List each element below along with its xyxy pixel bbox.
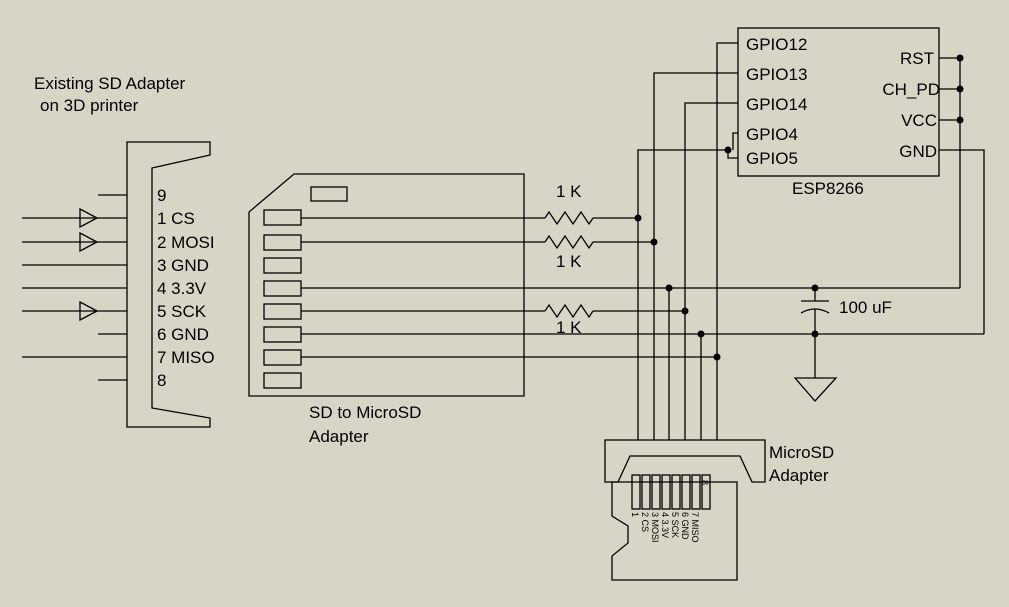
- microsd-pin-label: 7 MISO: [690, 512, 700, 543]
- resistor-sck-value: 1 K: [556, 318, 582, 337]
- junction-dot: [956, 54, 964, 62]
- esp-pin-gnd: GND: [899, 142, 937, 161]
- junction-dot: [634, 214, 642, 222]
- esp-pin-gpio13: GPIO13: [746, 65, 807, 84]
- junction-dot: [650, 238, 658, 246]
- esp-pin-gpio12: GPIO12: [746, 35, 807, 54]
- junction-dot: [697, 330, 705, 338]
- junction-dot: [811, 284, 819, 292]
- wire-mosi-gpio13: [653, 72, 738, 440]
- sd-card-outline: [248, 173, 525, 397]
- microsd-pin-label: 3 MOSI: [650, 512, 660, 543]
- sd-adapter-title-line2: on 3D printer: [40, 96, 139, 115]
- sd-pin-label: 6 GND: [157, 325, 209, 344]
- microsd-contact: [631, 474, 641, 510]
- microsd-pin-label: 8: [700, 480, 710, 485]
- microsd-socket: [604, 439, 766, 483]
- buffer-triangle-cs: [79, 207, 99, 229]
- sd-pin-label: 5 SCK: [157, 302, 207, 321]
- resistor-cs: [544, 210, 594, 226]
- resistor-mosi-value: 1 K: [556, 252, 582, 271]
- esp-pin-rst: RST: [900, 49, 934, 68]
- esp-pin-gpio5: GPIO5: [746, 149, 798, 168]
- sd-card-contact: [263, 257, 302, 274]
- junction-dot: [713, 353, 721, 361]
- sd-card-contact: [263, 326, 302, 343]
- microsd-pin-label: 1: [630, 512, 640, 517]
- junction-dot: [681, 307, 689, 315]
- signal-wires: 1 K 1 K 1 K: [301, 182, 984, 358]
- sd-card-contact: [263, 234, 302, 251]
- capacitor-100uf: 100 uF: [793, 284, 892, 402]
- sd-pin-label: 2 MOSI: [157, 233, 215, 252]
- sd-pin-label: 3 GND: [157, 256, 209, 275]
- wire-miso-gpio12: [716, 42, 738, 440]
- resistor-sck: [544, 303, 594, 319]
- buffer-triangle-sck: [79, 300, 99, 322]
- microsd-pin-label: 5 SCK: [670, 512, 680, 538]
- junction-dot: [665, 284, 673, 292]
- microsd-label-line2: Adapter: [769, 466, 829, 485]
- microsd-pin-label: 4 3.3V: [660, 512, 670, 538]
- sd-card-contact: [263, 303, 302, 320]
- sd-card-contact: [263, 372, 302, 389]
- sd-card-contact: [263, 349, 302, 366]
- sd-to-microsd-adapter: SD to MicroSD Adapter: [248, 173, 525, 446]
- esp-pin-gpio14: GPIO14: [746, 95, 807, 114]
- sd-pin-label: 9: [157, 186, 166, 205]
- resistor-cs-value: 1 K: [556, 182, 582, 201]
- vertical-bus: [634, 42, 738, 440]
- sd-pin-label: 7 MISO: [157, 348, 215, 367]
- junction-dot: [956, 116, 964, 124]
- microsd-pin-label: 2 CS: [640, 512, 650, 532]
- esp-pin-gpio4: GPIO4: [746, 125, 798, 144]
- sd-to-microsd-label-line2: Adapter: [309, 427, 369, 446]
- esp-pin-vcc: VCC: [901, 111, 937, 130]
- capacitor-value: 100 uF: [839, 298, 892, 317]
- sd-pin-label: 8: [157, 371, 166, 390]
- microsd-contact: [641, 474, 651, 510]
- sd-card-contact: [263, 280, 302, 297]
- microsd-contact: [651, 474, 661, 510]
- microsd-contact: [691, 474, 701, 510]
- esp8266-body: [737, 27, 940, 177]
- esp8266-name: ESP8266: [792, 179, 864, 198]
- microsd-contact: [661, 474, 671, 510]
- sd-card-window: [310, 186, 348, 202]
- junction-dot: [724, 146, 732, 154]
- esp-pin-ch-pd: CH_PD: [882, 80, 940, 99]
- microsd-adapter: 1 2 CS 3 MOSI 4 3.3V 5 SCK 6 GND 7 MISO …: [604, 439, 834, 581]
- microsd-contacts: [631, 474, 711, 510]
- microsd-contact: [681, 474, 691, 510]
- sd-pin-label: 1 CS: [157, 209, 195, 228]
- microsd-card-outline: [611, 481, 738, 581]
- microsd-contact: [701, 474, 711, 510]
- ground-symbol-icon: [793, 377, 838, 402]
- existing-sd-adapter: Existing SD Adapter on 3D printer 9 1 CS…: [22, 74, 215, 428]
- resistor-mosi: [544, 234, 594, 250]
- junction-dot: [811, 330, 819, 338]
- microsd-pin-label: 6 GND: [680, 512, 690, 540]
- buffer-triangle-mosi: [79, 231, 99, 253]
- wire-gpio4-tie: [732, 132, 738, 150]
- esp8266-module: GPIO12 GPIO13 GPIO14 GPIO4 GPIO5 RST CH_…: [737, 27, 985, 334]
- sd-adapter-outline: [126, 141, 211, 428]
- wire-cs-gpio5: [637, 149, 738, 440]
- microsd-label-line1: MicroSD: [769, 443, 834, 462]
- wire-esp-gnd: [939, 149, 985, 334]
- sd-pin-label: 4 3.3V: [157, 279, 207, 298]
- microsd-pin-labels: 1 2 CS 3 MOSI 4 3.3V 5 SCK 6 GND 7 MISO …: [630, 480, 710, 543]
- junction-dot: [956, 85, 964, 93]
- wire-sck-gpio14: [684, 102, 738, 440]
- sd-card-contact: [263, 209, 302, 226]
- microsd-contact: [671, 474, 681, 510]
- sd-adapter-title-line1: Existing SD Adapter: [34, 74, 186, 93]
- sd-to-microsd-label-line1: SD to MicroSD: [309, 403, 421, 422]
